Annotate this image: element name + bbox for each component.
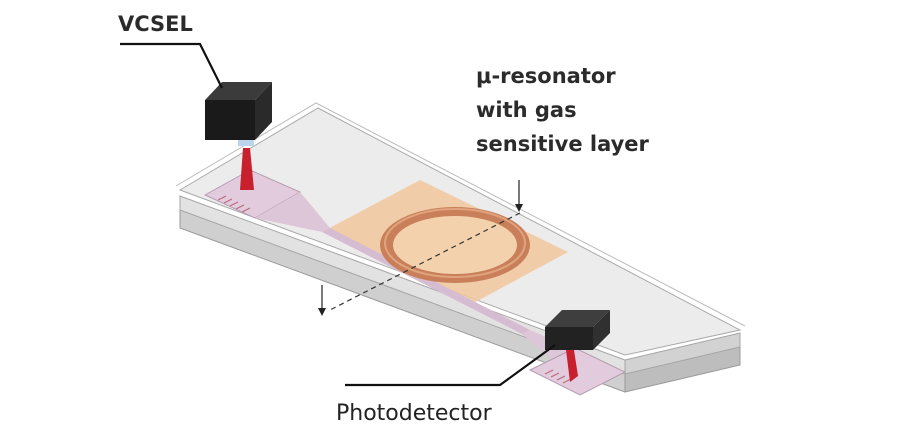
resonator-label-line-1: μ-resonator [476, 64, 616, 88]
bus-waveguide [322, 228, 530, 334]
glass-lid-edge [175, 102, 746, 327]
resonator-label-line-3: sensitive layer [476, 132, 649, 156]
section-arrow-top-head [515, 204, 523, 212]
ring-resonator-inner [393, 216, 517, 274]
vcsel-device [205, 82, 272, 146]
photodetector-beam [566, 350, 578, 382]
photodetector-label: Photodetector [336, 401, 492, 426]
output-grating-coupler [528, 347, 627, 396]
ring-resonator-highlight [384, 208, 526, 278]
vcsel-laser-beam [240, 148, 254, 190]
output-grating-lines [544, 369, 572, 384]
photodetector-device [545, 310, 610, 350]
resonator-label-line-2: with gas [476, 98, 577, 122]
input-taper [255, 192, 330, 232]
photodetector-leader-line [345, 344, 556, 387]
vcsel-leader-line [120, 42, 223, 89]
chip-middle-side-right [624, 332, 741, 375]
input-grating-lines [217, 195, 251, 213]
vcsel-label: VCSEL [118, 12, 193, 36]
section-arrow-bottom-head [318, 308, 326, 316]
